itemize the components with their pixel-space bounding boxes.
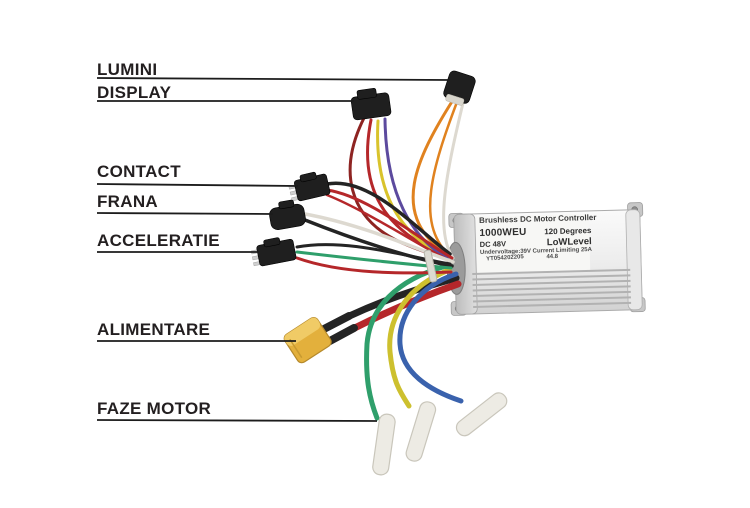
label-frana: FRANA [97, 192, 158, 211]
controller-title: Brushless DC Motor Controller [479, 212, 597, 225]
controller-label-text: Brushless DC Motor Controller 1000WEU 12… [479, 212, 597, 263]
controller-voltage: DC 48V [479, 239, 507, 249]
heatshrink-red [324, 324, 358, 346]
lumini-connector-sleeve [445, 93, 465, 106]
lumini-wire-white [442, 101, 465, 260]
leader-line-contact [96, 183, 299, 187]
phase-wire-blue [397, 271, 464, 404]
controller-end-cap-right [625, 209, 643, 311]
zip-tie [423, 249, 438, 283]
display-wire-purple [383, 117, 449, 260]
xt60-top-face [284, 317, 321, 346]
label-acceleratie: ACCELERATIE [97, 231, 220, 250]
leader-line-faze-motor [96, 419, 378, 422]
contact-wire-red [325, 188, 454, 260]
label-lumini: LUMINI [97, 60, 158, 79]
label-display: DISPLAY [97, 83, 172, 102]
frana-wire-white [303, 212, 455, 264]
contact-connector [288, 171, 331, 202]
heatshrink-black [318, 312, 353, 334]
leader-lines [96, 77, 451, 422]
bullet-terminal-blue [455, 392, 508, 437]
leader-line-frana [96, 212, 274, 215]
acceleratie-wire-black [295, 243, 452, 266]
frana-connector [269, 199, 306, 230]
label-alimentare: ALIMENTARE [97, 320, 211, 339]
contact-wire-black [325, 181, 452, 256]
bullet-terminal-yellow [405, 401, 437, 462]
display-connector [350, 88, 392, 121]
leader-line-lumini [96, 77, 451, 81]
acceleratie-connector [250, 237, 297, 267]
controller-power-rating: 1000WEU [479, 226, 527, 239]
label-faze-motor: FAZE MOTOR [97, 399, 212, 418]
lumini-connector [443, 70, 476, 106]
phase-wire-green [364, 263, 449, 421]
controller-label-plate [475, 213, 591, 275]
controller-extra: 44.8 [546, 253, 559, 261]
controller-degrees: 120 Degrees [544, 226, 592, 237]
cooling-fins [472, 268, 632, 308]
display-wire-red [366, 118, 435, 252]
motor-controller [446, 202, 646, 316]
xt60-connector [283, 317, 332, 364]
lumini-wire-orange-2 [428, 100, 459, 256]
bullet-terminal-green [372, 413, 396, 476]
phase-wire-yellow [387, 267, 452, 409]
label-contact: CONTACT [97, 162, 181, 181]
motor-phase-harness [364, 263, 464, 421]
